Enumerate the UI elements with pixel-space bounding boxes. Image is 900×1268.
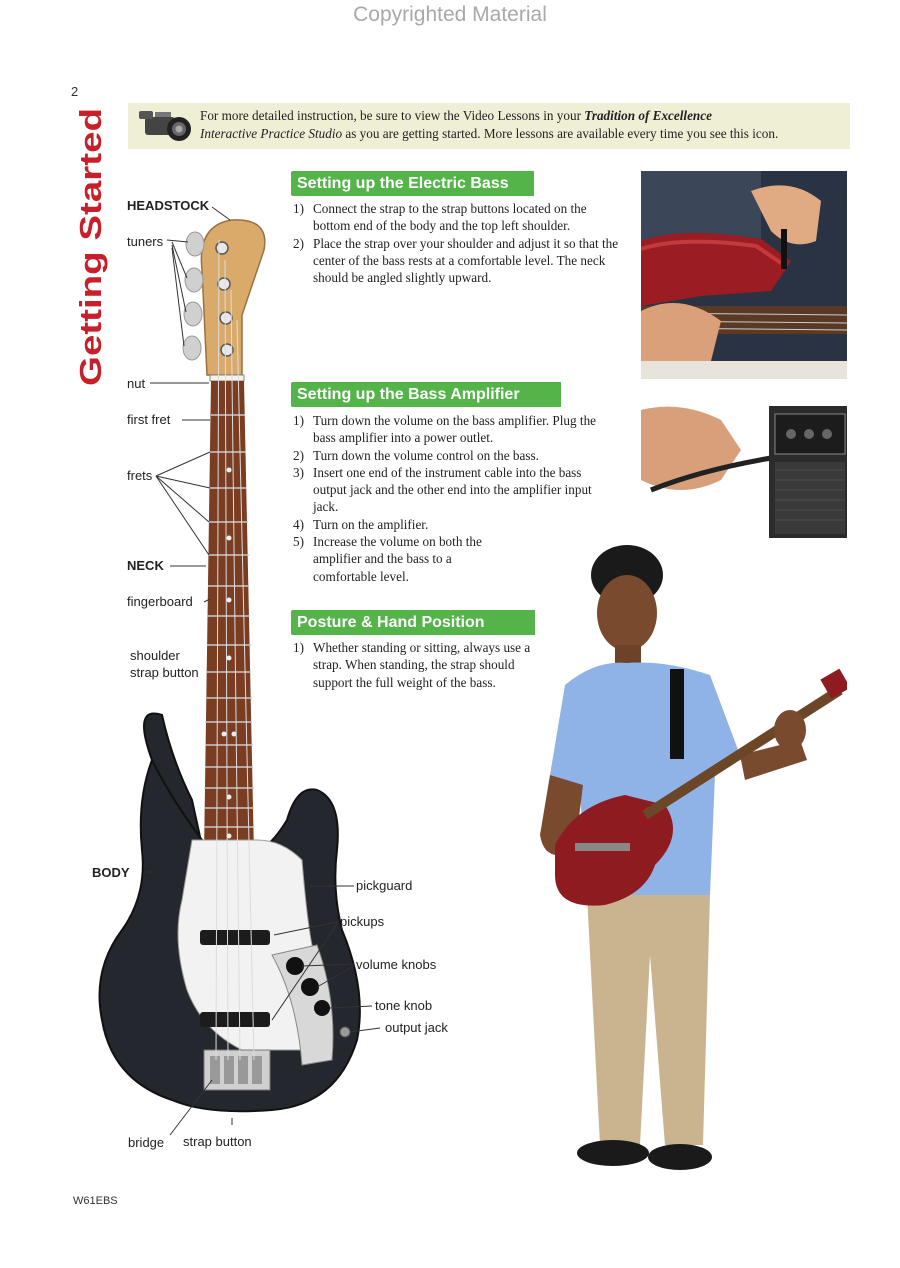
electric-bass-steps: 1) Connect the strap to the strap buttons… xyxy=(293,200,626,286)
label-tuners: tuners xyxy=(127,234,164,249)
section-title: Getting Started xyxy=(73,108,108,386)
label-frets: frets xyxy=(127,468,153,483)
amplifier-steps: 1) Turn down the volume on the bass ampli… xyxy=(293,412,611,585)
step-number: 1) xyxy=(293,413,304,428)
step-text: Turn on the amplifier. xyxy=(313,516,429,532)
section-title-text: Getting Started xyxy=(73,108,108,386)
footer-code: W61EBS xyxy=(73,1195,118,1207)
heading-posture-hand-position: Posture & Hand Position xyxy=(291,610,535,635)
label-pickguard: pickguard xyxy=(356,878,413,893)
step-text: Insert one end of the instrument cable i… xyxy=(313,464,592,515)
list-item: 4) Turn on the amplifier. xyxy=(293,516,611,533)
label-volume-knobs: volume knobs xyxy=(356,957,437,972)
list-item: 2) Turn down the volume control on the ba… xyxy=(293,447,611,464)
banner-emphasis: Tradition of Excellence xyxy=(584,108,712,123)
step-number: 2) xyxy=(293,447,304,463)
banner-text: For more detailed instruction, be sure t… xyxy=(200,107,850,143)
bass-diagram xyxy=(98,206,381,1136)
step-number: 5) xyxy=(293,534,304,550)
step-number: 2) xyxy=(293,235,304,251)
step-number: 1) xyxy=(293,640,304,655)
posture-photo xyxy=(540,545,847,1170)
heading-setting-up-electric-bass: Setting up the Electric Bass xyxy=(291,171,534,196)
copyright-watermark: Copyrighted Material xyxy=(353,3,547,26)
banner-text-line2: as you are getting started. More lessons… xyxy=(342,126,779,141)
label-headstock: HEADSTOCK xyxy=(127,198,210,213)
page-number: 2 xyxy=(71,84,79,99)
step-text: Increase the volume on both the amplifie… xyxy=(313,534,482,584)
label-output-jack: output jack xyxy=(385,1020,448,1035)
heading-setting-up-bass-amplifier: Setting up the Bass Amplifier xyxy=(291,382,561,407)
label-shoulder-strap-button: strap button xyxy=(130,665,199,680)
list-item: 1) Whether standing or sitting, always us… xyxy=(293,639,533,691)
banner-practice-studio: Interactive Practice Studio xyxy=(200,126,343,141)
posture-steps: 1) Whether standing or sitting, always us… xyxy=(293,639,533,691)
step-text: Place the strap over your shoulder and a… xyxy=(313,235,619,286)
label-shoulder: shoulder xyxy=(130,648,180,663)
label-neck: NECK xyxy=(127,558,164,573)
step-number: 3) xyxy=(293,464,304,480)
video-camera-icon xyxy=(139,111,191,141)
video-lesson-banner xyxy=(128,103,850,149)
list-item: 1) Turn down the volume on the bass ampli… xyxy=(293,412,611,447)
amplifier-photo xyxy=(641,400,847,538)
label-body: BODY xyxy=(92,865,130,880)
label-nut: nut xyxy=(127,376,146,391)
label-bridge: bridge xyxy=(128,1135,165,1150)
label-fingerboard: fingerboard xyxy=(127,594,193,609)
list-item: 5) Increase the volume on both the amplif… xyxy=(293,533,513,585)
list-item: 1) Connect the strap to the strap buttons… xyxy=(293,200,626,235)
list-item: 3) Insert one end of the instrument cable… xyxy=(293,464,611,516)
banner-text-line1: For more detailed instruction, be sure t… xyxy=(200,108,585,123)
list-item: 2) Place the strap over your shoulder and… xyxy=(293,235,626,287)
label-pickups: pickups xyxy=(340,914,385,929)
label-tone-knob: tone knob xyxy=(375,998,433,1013)
step-text: Turn down the volume on the bass amplifi… xyxy=(313,413,597,446)
step-text: Whether standing or sitting, always use … xyxy=(313,640,531,690)
strap-setup-photo xyxy=(641,171,847,379)
step-text: Turn down the volume control on the bass… xyxy=(313,447,539,463)
label-first-fret: first fret xyxy=(127,412,171,427)
step-number: 1) xyxy=(293,201,304,216)
label-strap-button: strap button xyxy=(183,1134,252,1149)
step-number: 4) xyxy=(293,516,304,532)
step-text: Connect the strap to the strap buttons l… xyxy=(313,201,587,234)
